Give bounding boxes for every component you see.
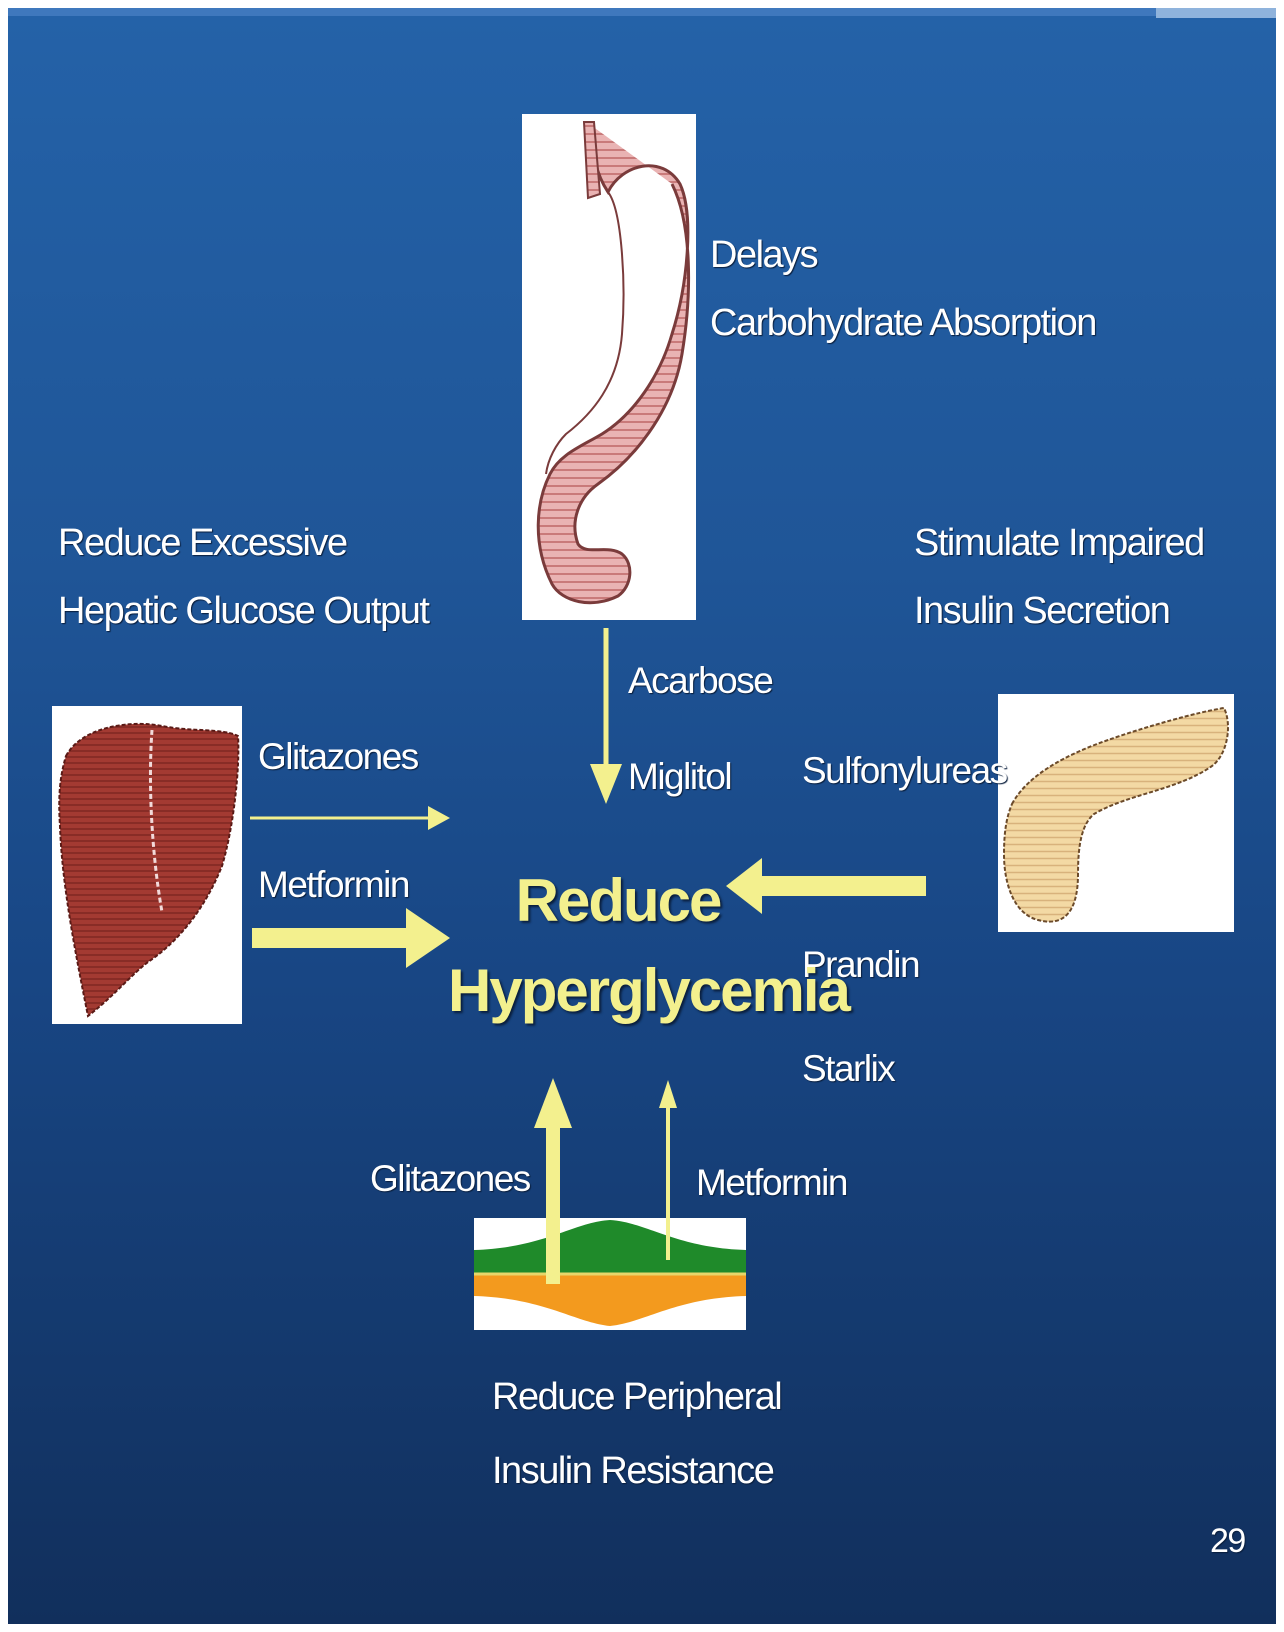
center-goal-line2: Hyperglycemia <box>448 946 788 1036</box>
stomach-effect-line1: Delays <box>710 232 1096 300</box>
stomach-effect-line2: Carbohydrate Absorption <box>710 300 1096 346</box>
slide-number: 29 <box>1210 1522 1245 1561</box>
pancreas-effect-line2: Insulin Secretion <box>914 588 1204 634</box>
periph-glitazones-arrow <box>534 1078 572 1284</box>
liver-glitazones-arrow <box>250 806 450 830</box>
slide: Delays Carbohydrate Absorption Reduce Ex… <box>8 8 1276 1624</box>
drug-liver-glitazones: Glitazones <box>258 736 418 778</box>
drug-liver-metformin: Metformin <box>258 864 409 906</box>
liver-metformin-arrow <box>252 908 450 968</box>
drug-periph-metformin: Metformin <box>696 1162 847 1204</box>
muscle-effect-label: Reduce Peripheral Insulin Resistance <box>492 1374 781 1494</box>
drug-miglitol: Miglitol <box>628 756 731 798</box>
drug-sulfonylureas: Sulfonylureas <box>802 750 1007 792</box>
pancreas-effect-line1: Stimulate Impaired <box>914 520 1204 588</box>
liver-effect-label: Reduce Excessive Hepatic Glucose Output <box>58 520 428 634</box>
liver-effect-line1: Reduce Excessive <box>58 520 428 588</box>
drug-starlix: Starlix <box>802 1048 894 1090</box>
liver-effect-line2: Hepatic Glucose Output <box>58 588 428 634</box>
center-goal-line1: Reduce <box>448 856 788 946</box>
periph-metformin-arrow <box>659 1080 677 1260</box>
stomach-arrow <box>590 628 622 804</box>
drug-acarbose: Acarbose <box>628 660 772 702</box>
pancreas-effect-label: Stimulate Impaired Insulin Secretion <box>914 520 1204 634</box>
drug-periph-glitazones: Glitazones <box>370 1158 530 1200</box>
muscle-effect-line2: Insulin Resistance <box>492 1448 781 1494</box>
muscle-effect-line1: Reduce Peripheral <box>492 1374 781 1448</box>
stomach-effect-label: Delays Carbohydrate Absorption <box>710 232 1096 346</box>
center-goal: Reduce Hyperglycemia <box>448 856 788 1036</box>
